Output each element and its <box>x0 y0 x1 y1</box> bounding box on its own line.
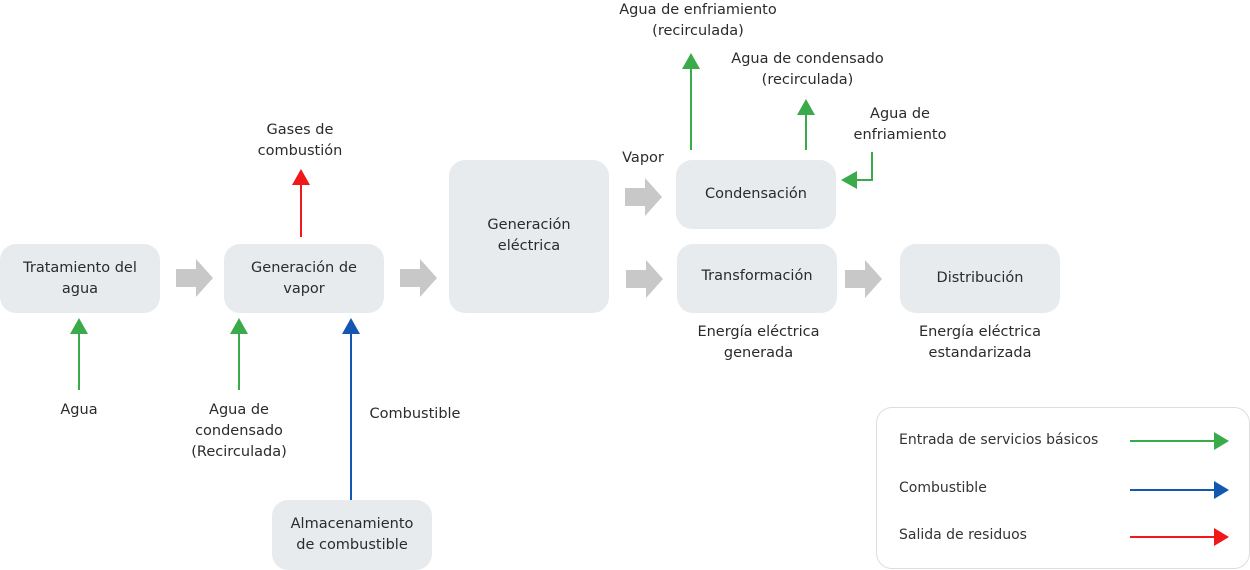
flow-arrow-electric-to-transformation <box>626 260 663 298</box>
arrow-condensate-out <box>797 99 815 115</box>
box-transformation: Transformación <box>677 244 837 313</box>
box-fuel-storage: Almacenamiento de combustible <box>272 500 432 570</box>
flow-arrow-treatment-to-steam <box>176 259 213 297</box>
arrow-cooling-water-in <box>841 171 857 189</box>
box-steam-generation: Generación de vapor <box>224 244 384 313</box>
box-condensation: Condensación <box>676 160 836 229</box>
legend-arrow-waste <box>1214 528 1229 546</box>
label-cooling-water-in: Agua de enfriamiento <box>853 106 947 143</box>
label-condensate-water-in: Agua de condensado (Recirculada) <box>191 402 287 460</box>
label-standardized-energy: Energía eléctrica estandarizada <box>918 324 1042 361</box>
box-distribution: Distribución <box>900 244 1060 313</box>
label-generated-energy: Energía eléctrica generada <box>697 324 820 361</box>
legend-label-fuel: Combustible <box>899 480 987 496</box>
arrow-water-in <box>70 318 88 334</box>
flow-arrow-steam-to-electric <box>400 259 437 297</box>
flow-arrow-electric-to-condensation <box>625 178 662 216</box>
arrow-condensate-in <box>230 318 248 334</box>
legend-arrow-fuel <box>1214 481 1229 499</box>
legend-label-basic-services: Entrada de servicios básicos <box>899 432 1099 448</box>
arrow-combustion-gases-out <box>292 169 310 185</box>
arrow-fuel-in <box>342 318 360 334</box>
box-electric-generation: Generación eléctrica <box>449 160 609 313</box>
box-water-treatment: Tratamiento del agua <box>0 244 160 313</box>
label-fuel: Combustible <box>369 406 461 422</box>
label-steam: Vapor <box>622 150 664 166</box>
label-condensate-water-out: Agua de condensado (recirculada) <box>731 51 884 88</box>
label-cooling-water-out: Agua de enfriamiento (recirculada) <box>619 2 777 39</box>
flow-arrow-transformation-to-distribution <box>845 260 882 298</box>
label-combustion-gases: Gases de combustión <box>257 122 343 159</box>
label-water: Agua <box>60 402 98 418</box>
legend-arrow-basic-services <box>1214 432 1229 450</box>
arrow-cooling-water-out <box>682 53 700 69</box>
legend: Entrada de servicios básicos Combustible… <box>876 407 1250 569</box>
legend-label-waste: Salida de residuos <box>899 527 1027 543</box>
